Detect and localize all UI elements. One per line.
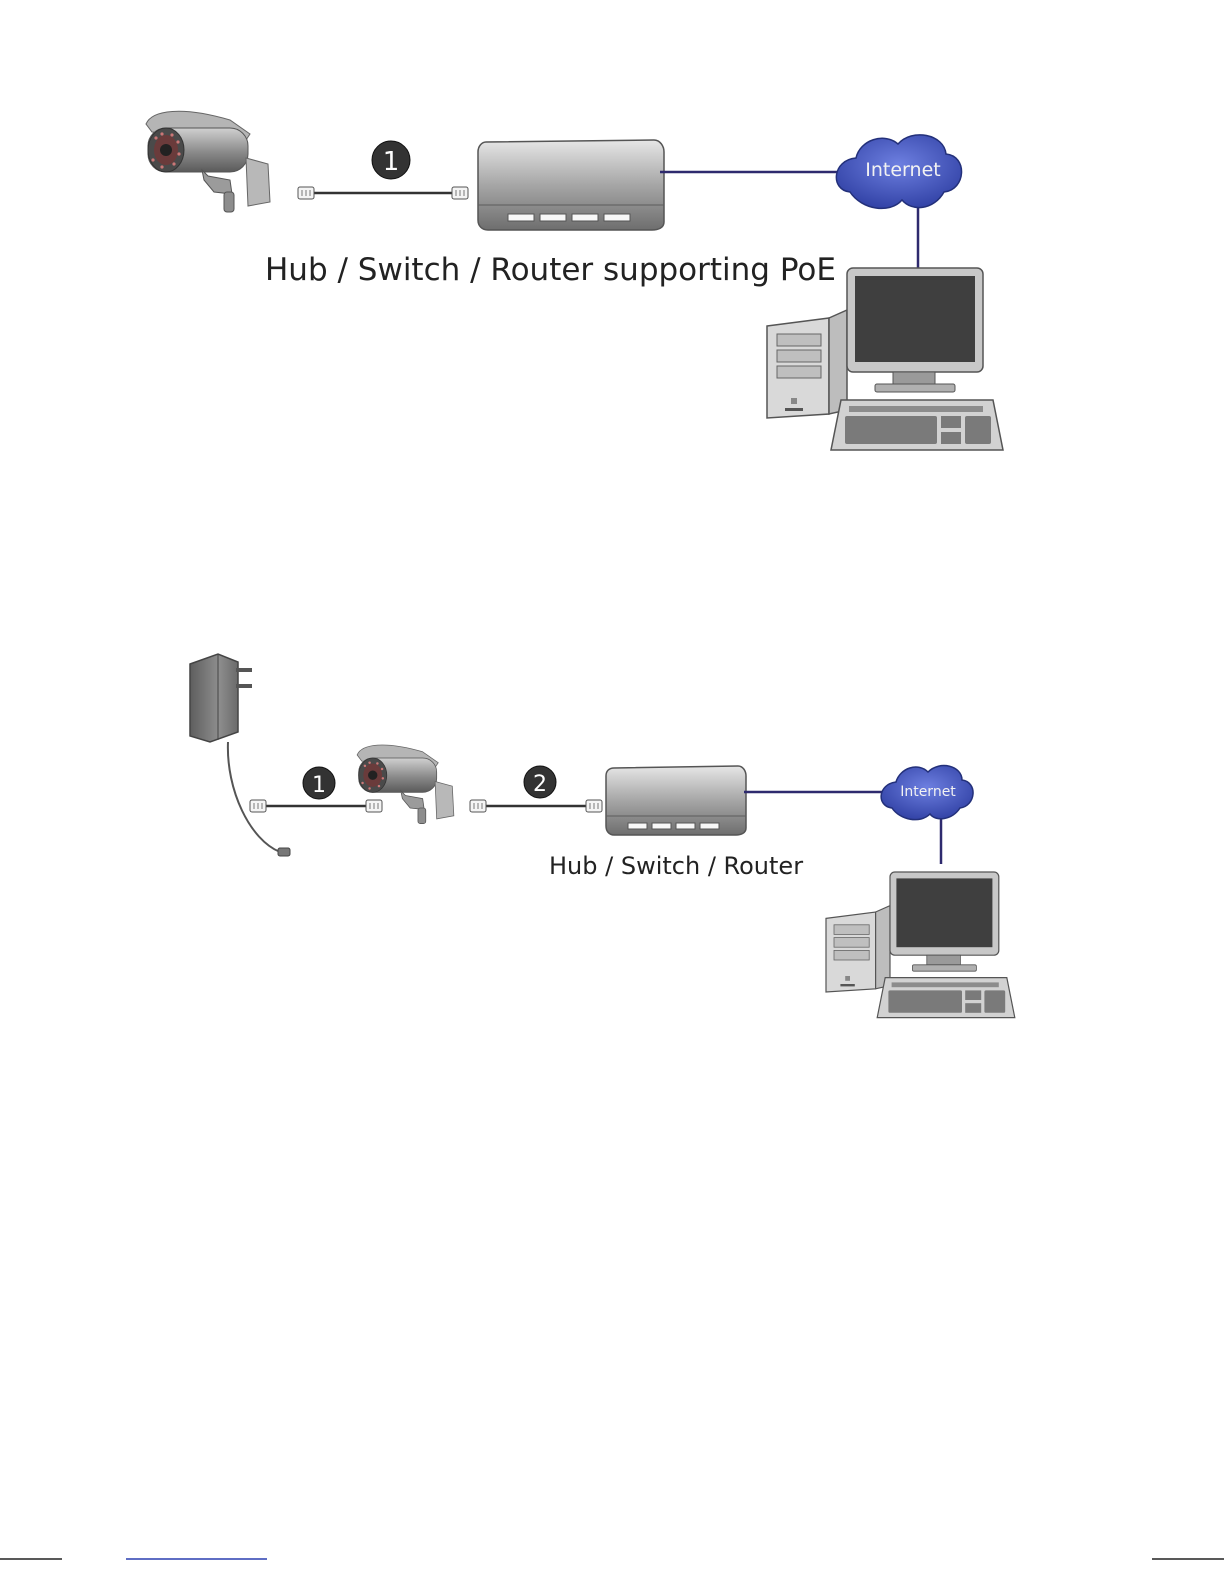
rj45-connector-icon [366,800,382,812]
cloud-icon: Internet [881,766,973,820]
rj45-connector-icon [452,187,468,199]
router-icon [606,766,746,835]
rj45-connector-icon [586,800,602,812]
desktop-computer-icon [767,268,1003,450]
power-adapter-icon [190,654,290,856]
device-label-router: Hub / Switch / Router [549,852,803,880]
diagram-adapter: 1 2 Internet [190,654,1015,1018]
desktop-computer-icon [826,872,1015,1018]
svg-text:1: 1 [383,147,400,177]
rj45-connector-icon [250,800,266,812]
ethernet-cable-2 [470,800,602,812]
router-icon [478,140,664,230]
device-label-poe: Hub / Switch / Router supporting PoE [265,252,836,288]
ip-camera-icon [146,111,270,212]
step-badge-1: 1 [372,141,410,179]
cloud-label: Internet [865,159,940,181]
cloud-label: Internet [900,784,956,800]
step-badge-2: 2 [524,766,556,798]
rj45-connector-icon [298,187,314,199]
svg-text:1: 1 [312,773,326,798]
svg-text:2: 2 [533,772,547,797]
cloud-icon: Internet [836,135,961,209]
step-badge-1: 1 [303,767,335,799]
power-cable-1 [250,800,382,812]
ethernet-cable-1 [298,187,468,199]
rj45-connector-icon [470,800,486,812]
